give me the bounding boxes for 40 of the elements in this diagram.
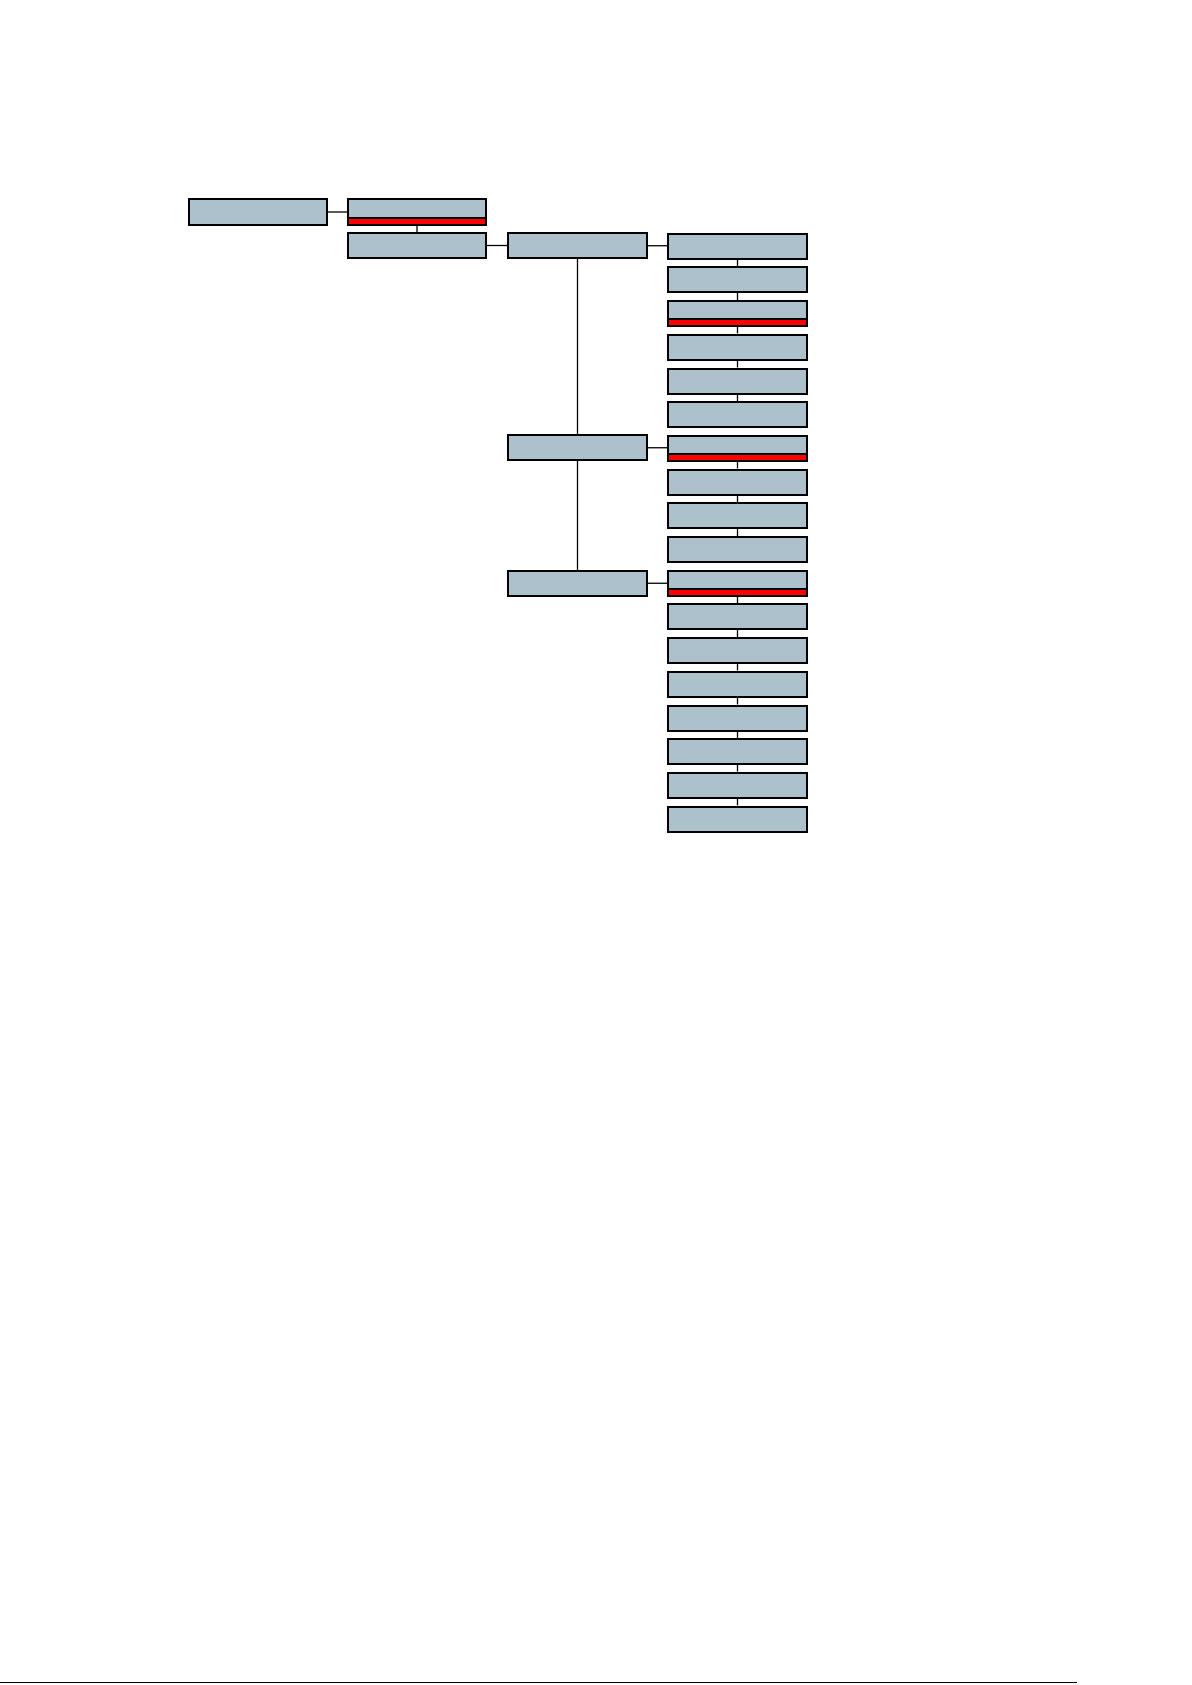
connector-line [647, 447, 668, 449]
process-box [667, 603, 808, 630]
process-box [667, 266, 808, 293]
connector-line [647, 245, 668, 247]
process-box [667, 502, 808, 529]
connector-line [736, 393, 739, 402]
process-box [188, 198, 328, 226]
process-box [667, 468, 808, 496]
connector-line [736, 595, 739, 604]
process-box [667, 367, 808, 395]
connector-line [736, 764, 739, 773]
connector-line [647, 582, 668, 584]
connector-line [486, 244, 508, 247]
connector-line [736, 326, 739, 335]
process-box [347, 198, 487, 226]
connector-line [736, 730, 739, 739]
process-box [507, 434, 648, 461]
connector-line [576, 258, 579, 435]
connector-line [576, 460, 579, 571]
process-box [667, 704, 808, 732]
process-box [507, 570, 648, 597]
process-box [667, 670, 808, 698]
process-box [667, 232, 808, 260]
process-box [667, 434, 808, 462]
process-box [667, 805, 808, 833]
connector-line [327, 211, 348, 213]
process-box [667, 333, 808, 361]
connector-line [416, 225, 418, 233]
process-box [667, 536, 808, 563]
process-box [507, 232, 648, 259]
process-box [667, 401, 808, 428]
process-box [667, 637, 808, 664]
connector-line [736, 663, 739, 672]
process-box [667, 300, 808, 327]
connector-line [736, 494, 739, 503]
connector-line [736, 258, 739, 267]
process-box [667, 569, 808, 597]
process-box [347, 232, 487, 259]
process-box [667, 738, 808, 765]
process-box [667, 771, 808, 799]
